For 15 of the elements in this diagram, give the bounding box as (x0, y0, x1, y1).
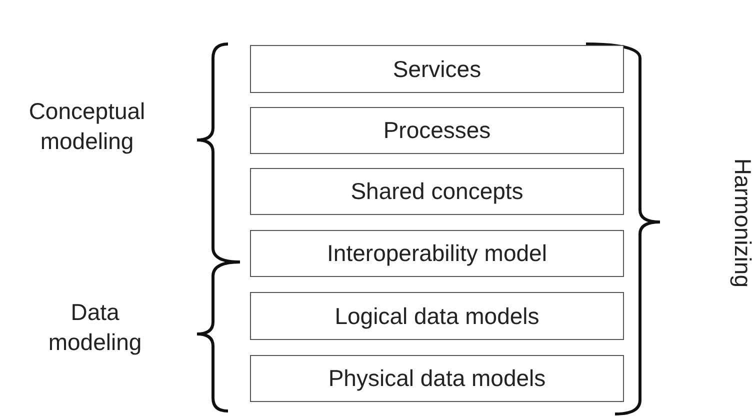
layer-label: Services (392, 56, 482, 82)
layer-box (250, 107, 624, 154)
layer-box (250, 230, 624, 277)
bracket-label: Data modeling (47, 298, 143, 357)
layer-box (250, 355, 624, 402)
layer-box (250, 45, 624, 93)
layer-label: Processes (383, 117, 491, 144)
rotated-label: Harmonizing (728, 157, 754, 290)
bracket-label: Conceptual modeling (28, 97, 146, 156)
layer-label: Interoperability model (327, 240, 547, 267)
layer-label: Physical data models (328, 365, 546, 392)
layer-label: Logical data models (334, 302, 540, 330)
layer-label: Shared concepts (350, 178, 524, 205)
layer-box (250, 292, 624, 340)
layer-box (250, 168, 624, 215)
